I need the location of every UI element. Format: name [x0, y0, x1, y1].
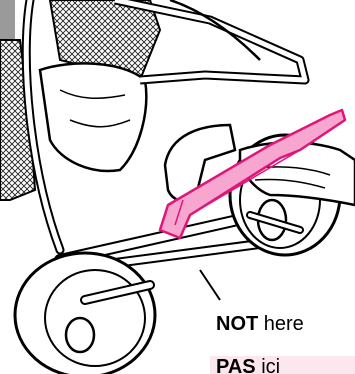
seat-fabric [40, 63, 146, 171]
not-here-rest: here [258, 313, 304, 335]
pas-ici-rest: ici [256, 356, 280, 374]
left-wheel-hub [66, 318, 94, 352]
not-here-bold: NOT [216, 313, 258, 335]
pas-ici-label: PAS ici [216, 356, 280, 374]
not-here-label: NOT here [216, 313, 304, 336]
pas-ici-bold: PAS [216, 356, 256, 374]
callout-line [200, 270, 220, 300]
